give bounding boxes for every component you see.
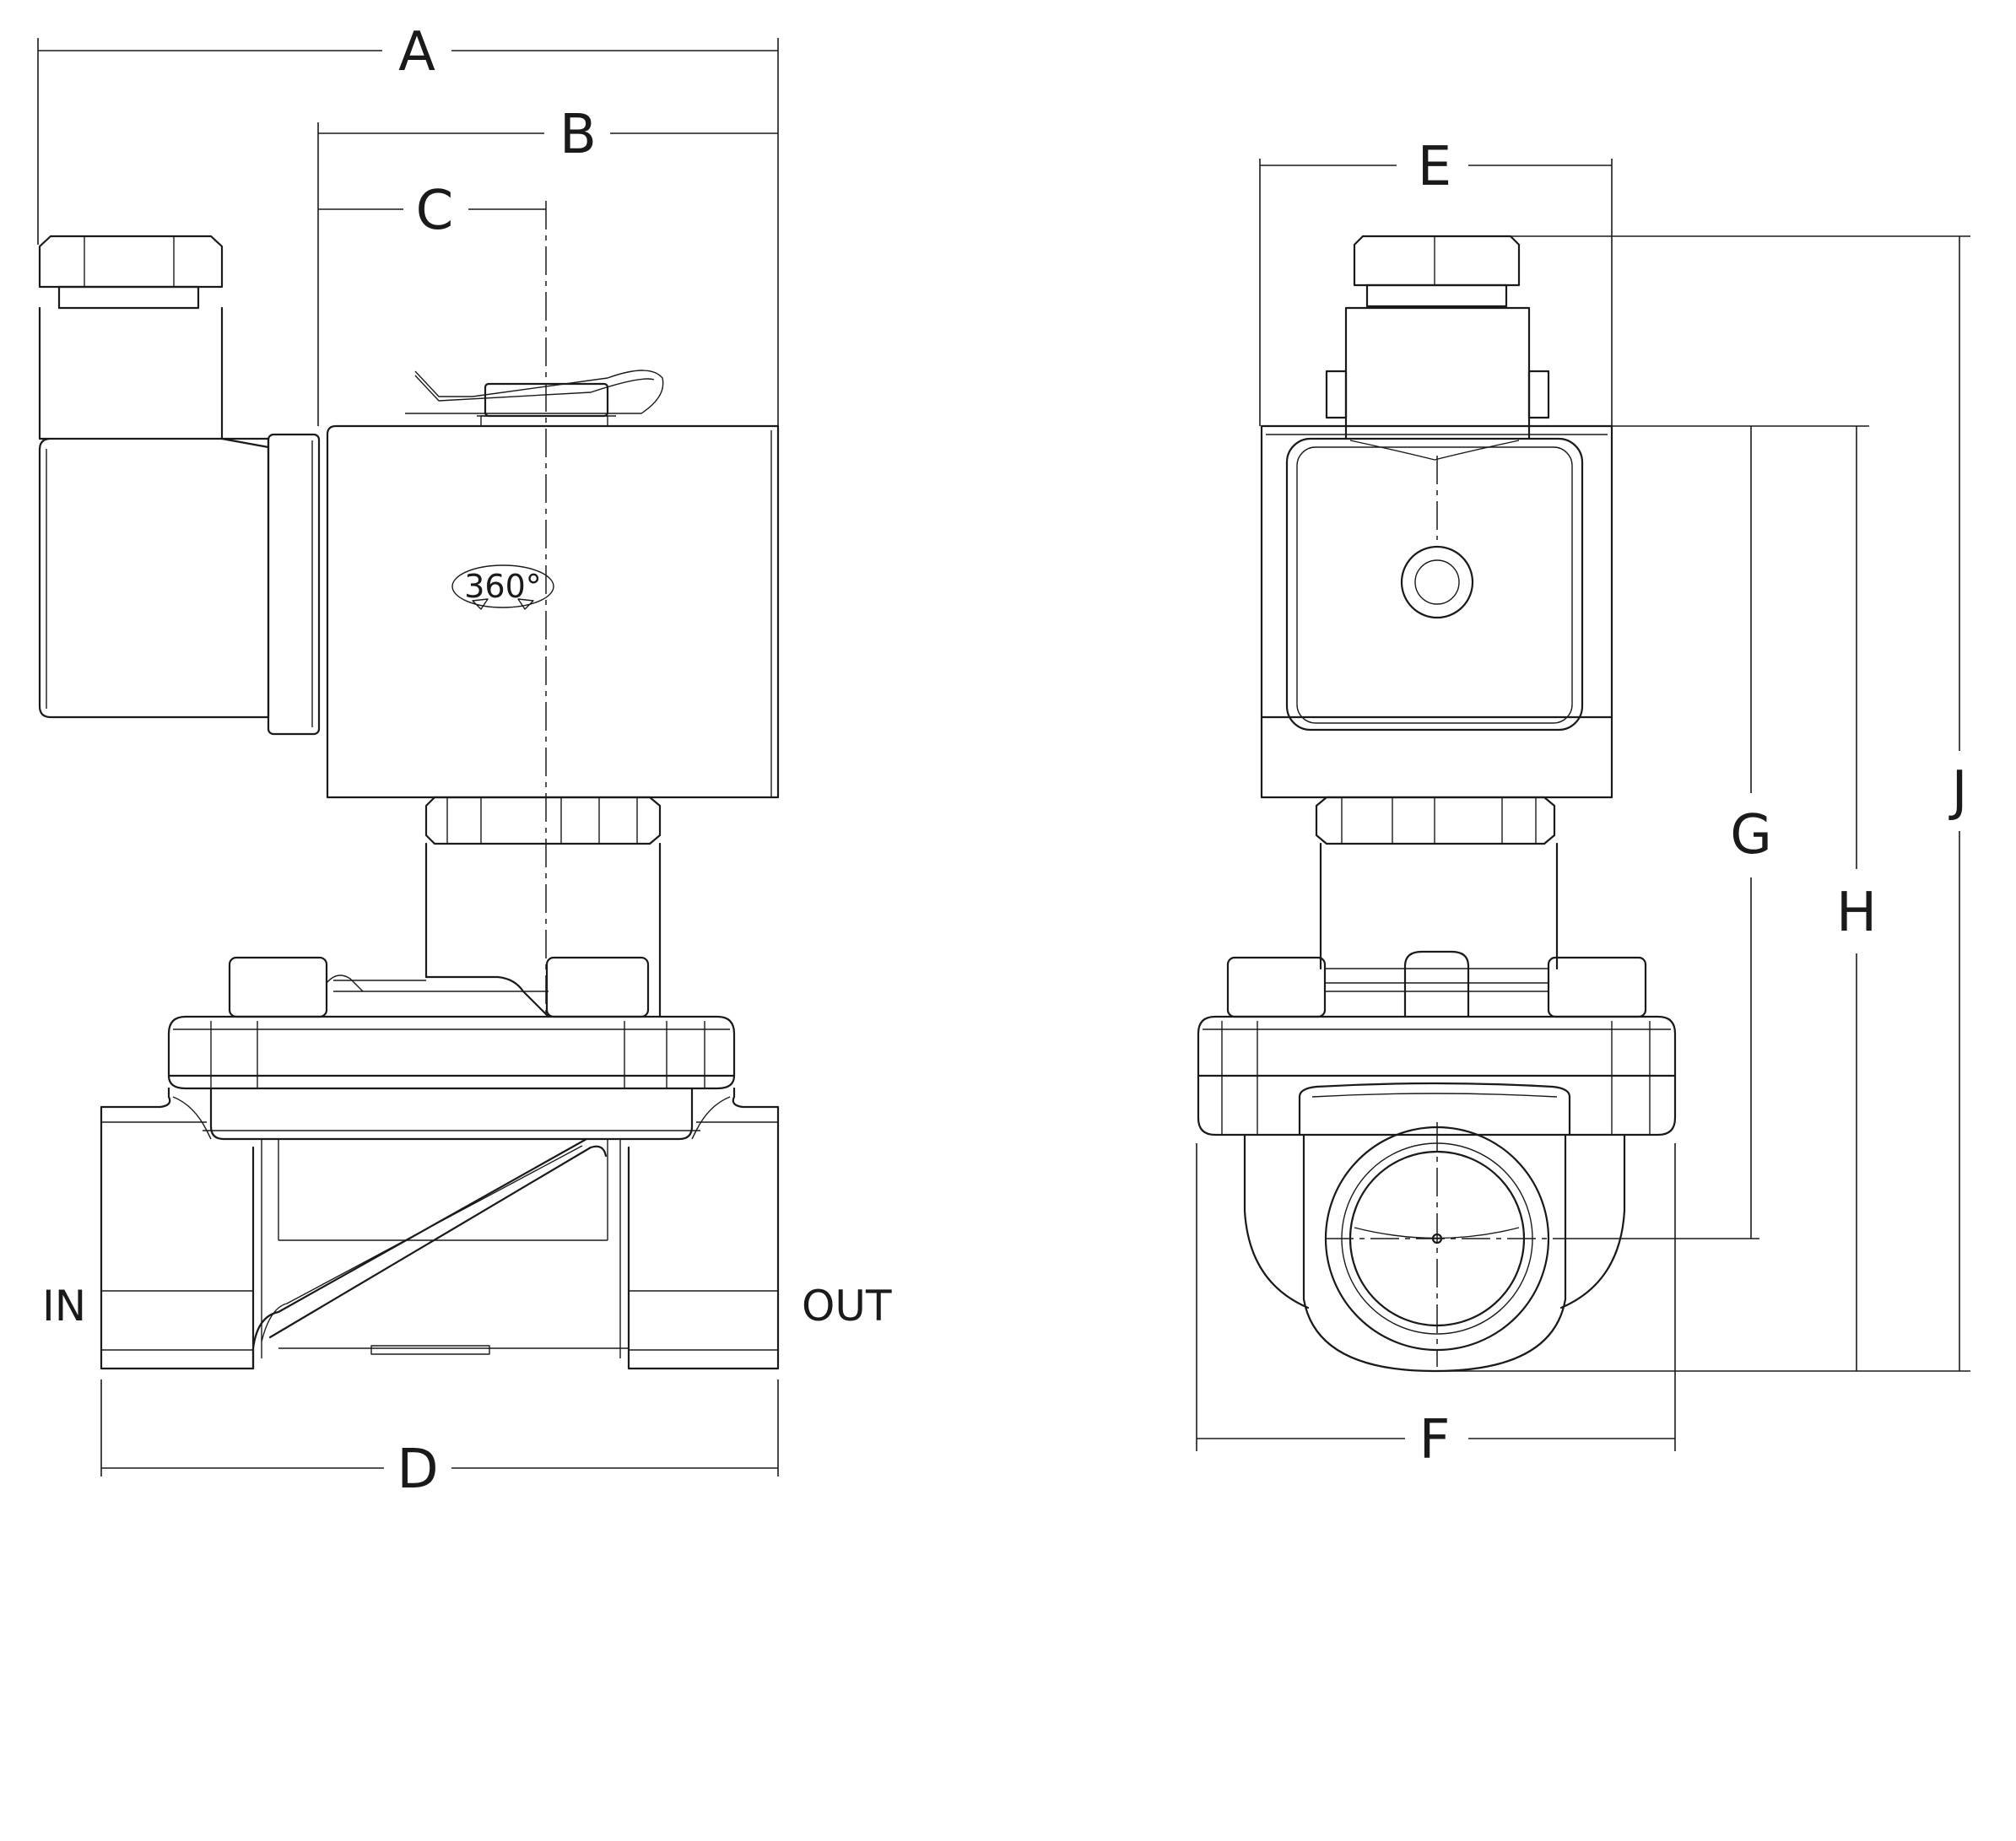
- dimension-label-h: H: [1836, 882, 1877, 944]
- dimension-label-g: G: [1730, 804, 1772, 867]
- end-view: [1197, 235, 1677, 1373]
- outlet-port-label: OUT: [802, 1282, 892, 1331]
- inlet-port-label: IN: [42, 1282, 86, 1331]
- end-armature-tube: [1319, 842, 1559, 970]
- dimension-label-f: F: [1419, 1409, 1451, 1471]
- rotation-indicator: 360°: [451, 564, 554, 610]
- armature-tube: [424, 842, 662, 1018]
- dimension-label-d: D: [397, 1439, 438, 1501]
- end-valve-body: [1243, 1082, 1626, 1373]
- din-connector: [38, 306, 321, 736]
- end-connector-body: [1325, 306, 1550, 440]
- valve-body: [100, 1087, 780, 1370]
- end-bonnet: [1197, 950, 1677, 1136]
- coil-housing: [326, 424, 780, 799]
- end-coil-housing: [1260, 424, 1613, 799]
- retaining-clip: [405, 370, 664, 427]
- dimension-label-b: B: [559, 104, 597, 166]
- side-view: 360° IN OUT: [38, 201, 892, 1370]
- dimension-label-j: J: [1948, 760, 1968, 823]
- valve-bonnet: [167, 956, 736, 1141]
- dimension-lines: A B C D E F G: [37, 21, 1970, 1501]
- end-connector-nut: [1353, 235, 1521, 308]
- armature-nut: [424, 796, 662, 845]
- end-armature-nut: [1315, 796, 1556, 845]
- dimension-label-e: E: [1418, 136, 1451, 198]
- connector-gland-nut: [38, 235, 224, 310]
- rotation-label: 360°: [464, 568, 542, 605]
- dimension-label-a: A: [398, 21, 435, 84]
- dimension-label-c: C: [416, 180, 454, 242]
